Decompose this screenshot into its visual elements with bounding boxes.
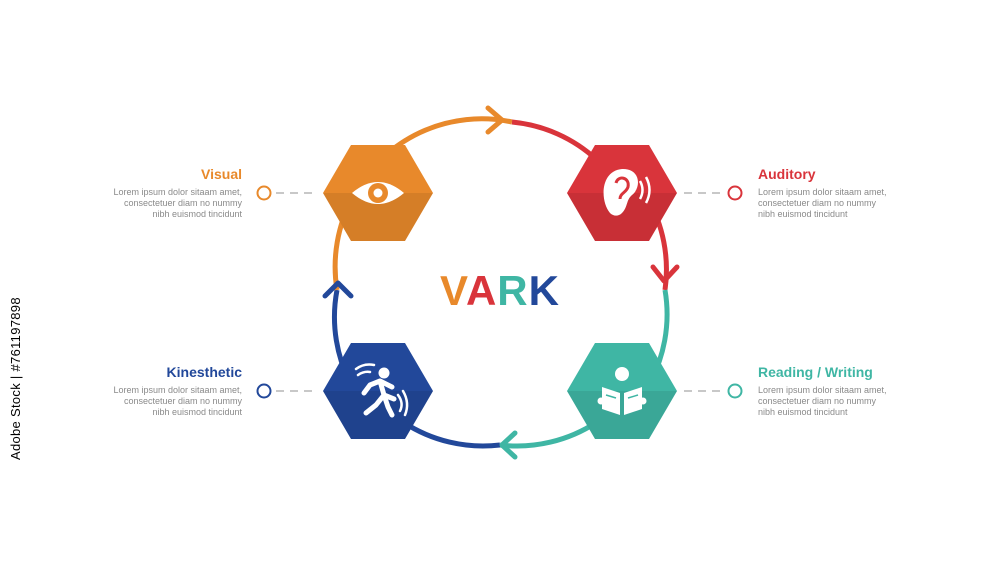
center-title: VARK	[440, 267, 560, 314]
arc-visual-to-auditory-red	[511, 119, 599, 162]
hexagon-visual	[323, 145, 433, 241]
item-description-kinesthetic: Lorem ipsum dolor sitaam amet, consectet…	[113, 385, 242, 417]
arrow-head-bottom	[499, 430, 518, 460]
title-letter-r: R	[497, 267, 528, 314]
title-letter-a: A	[466, 267, 497, 314]
item-title-reading-writing: Reading / Writing	[758, 364, 873, 380]
connector-visual	[256, 185, 318, 201]
item-title-auditory: Auditory	[758, 166, 816, 182]
arrow-head-top	[485, 105, 505, 135]
ear-icon	[603, 168, 651, 216]
item-description-reading-writing: Lorem ipsum dolor sitaam amet, consectet…	[758, 385, 887, 417]
connector-reading	[684, 383, 743, 399]
hexagon-auditory	[567, 145, 677, 241]
arc-reading-to-kinesthetic-blue	[401, 419, 501, 449]
item-title-kinesthetic: Kinesthetic	[166, 364, 242, 380]
connector-auditory	[684, 185, 743, 201]
hexagon-kinesthetic	[323, 343, 433, 439]
connector-kinesthetic	[256, 383, 318, 399]
arrow-head-right	[650, 264, 680, 284]
item-title-visual: Visual	[201, 166, 242, 182]
running-person-icon	[354, 363, 409, 418]
title-letter-v: V	[440, 267, 468, 314]
arc-reading-to-kinesthetic-teal	[499, 419, 599, 449]
eye-icon	[352, 182, 404, 204]
side-caption: Adobe Stock | #761197898	[8, 297, 23, 460]
item-description-visual: Lorem ipsum dolor sitaam amet, consectet…	[113, 187, 242, 219]
title-letter-k: K	[529, 267, 560, 314]
hexagon-reading-writing	[567, 343, 677, 439]
reading-book-icon	[597, 367, 647, 415]
arrow-head-left	[322, 280, 354, 299]
item-description-auditory: Lorem ipsum dolor sitaam amet, consectet…	[758, 187, 887, 219]
